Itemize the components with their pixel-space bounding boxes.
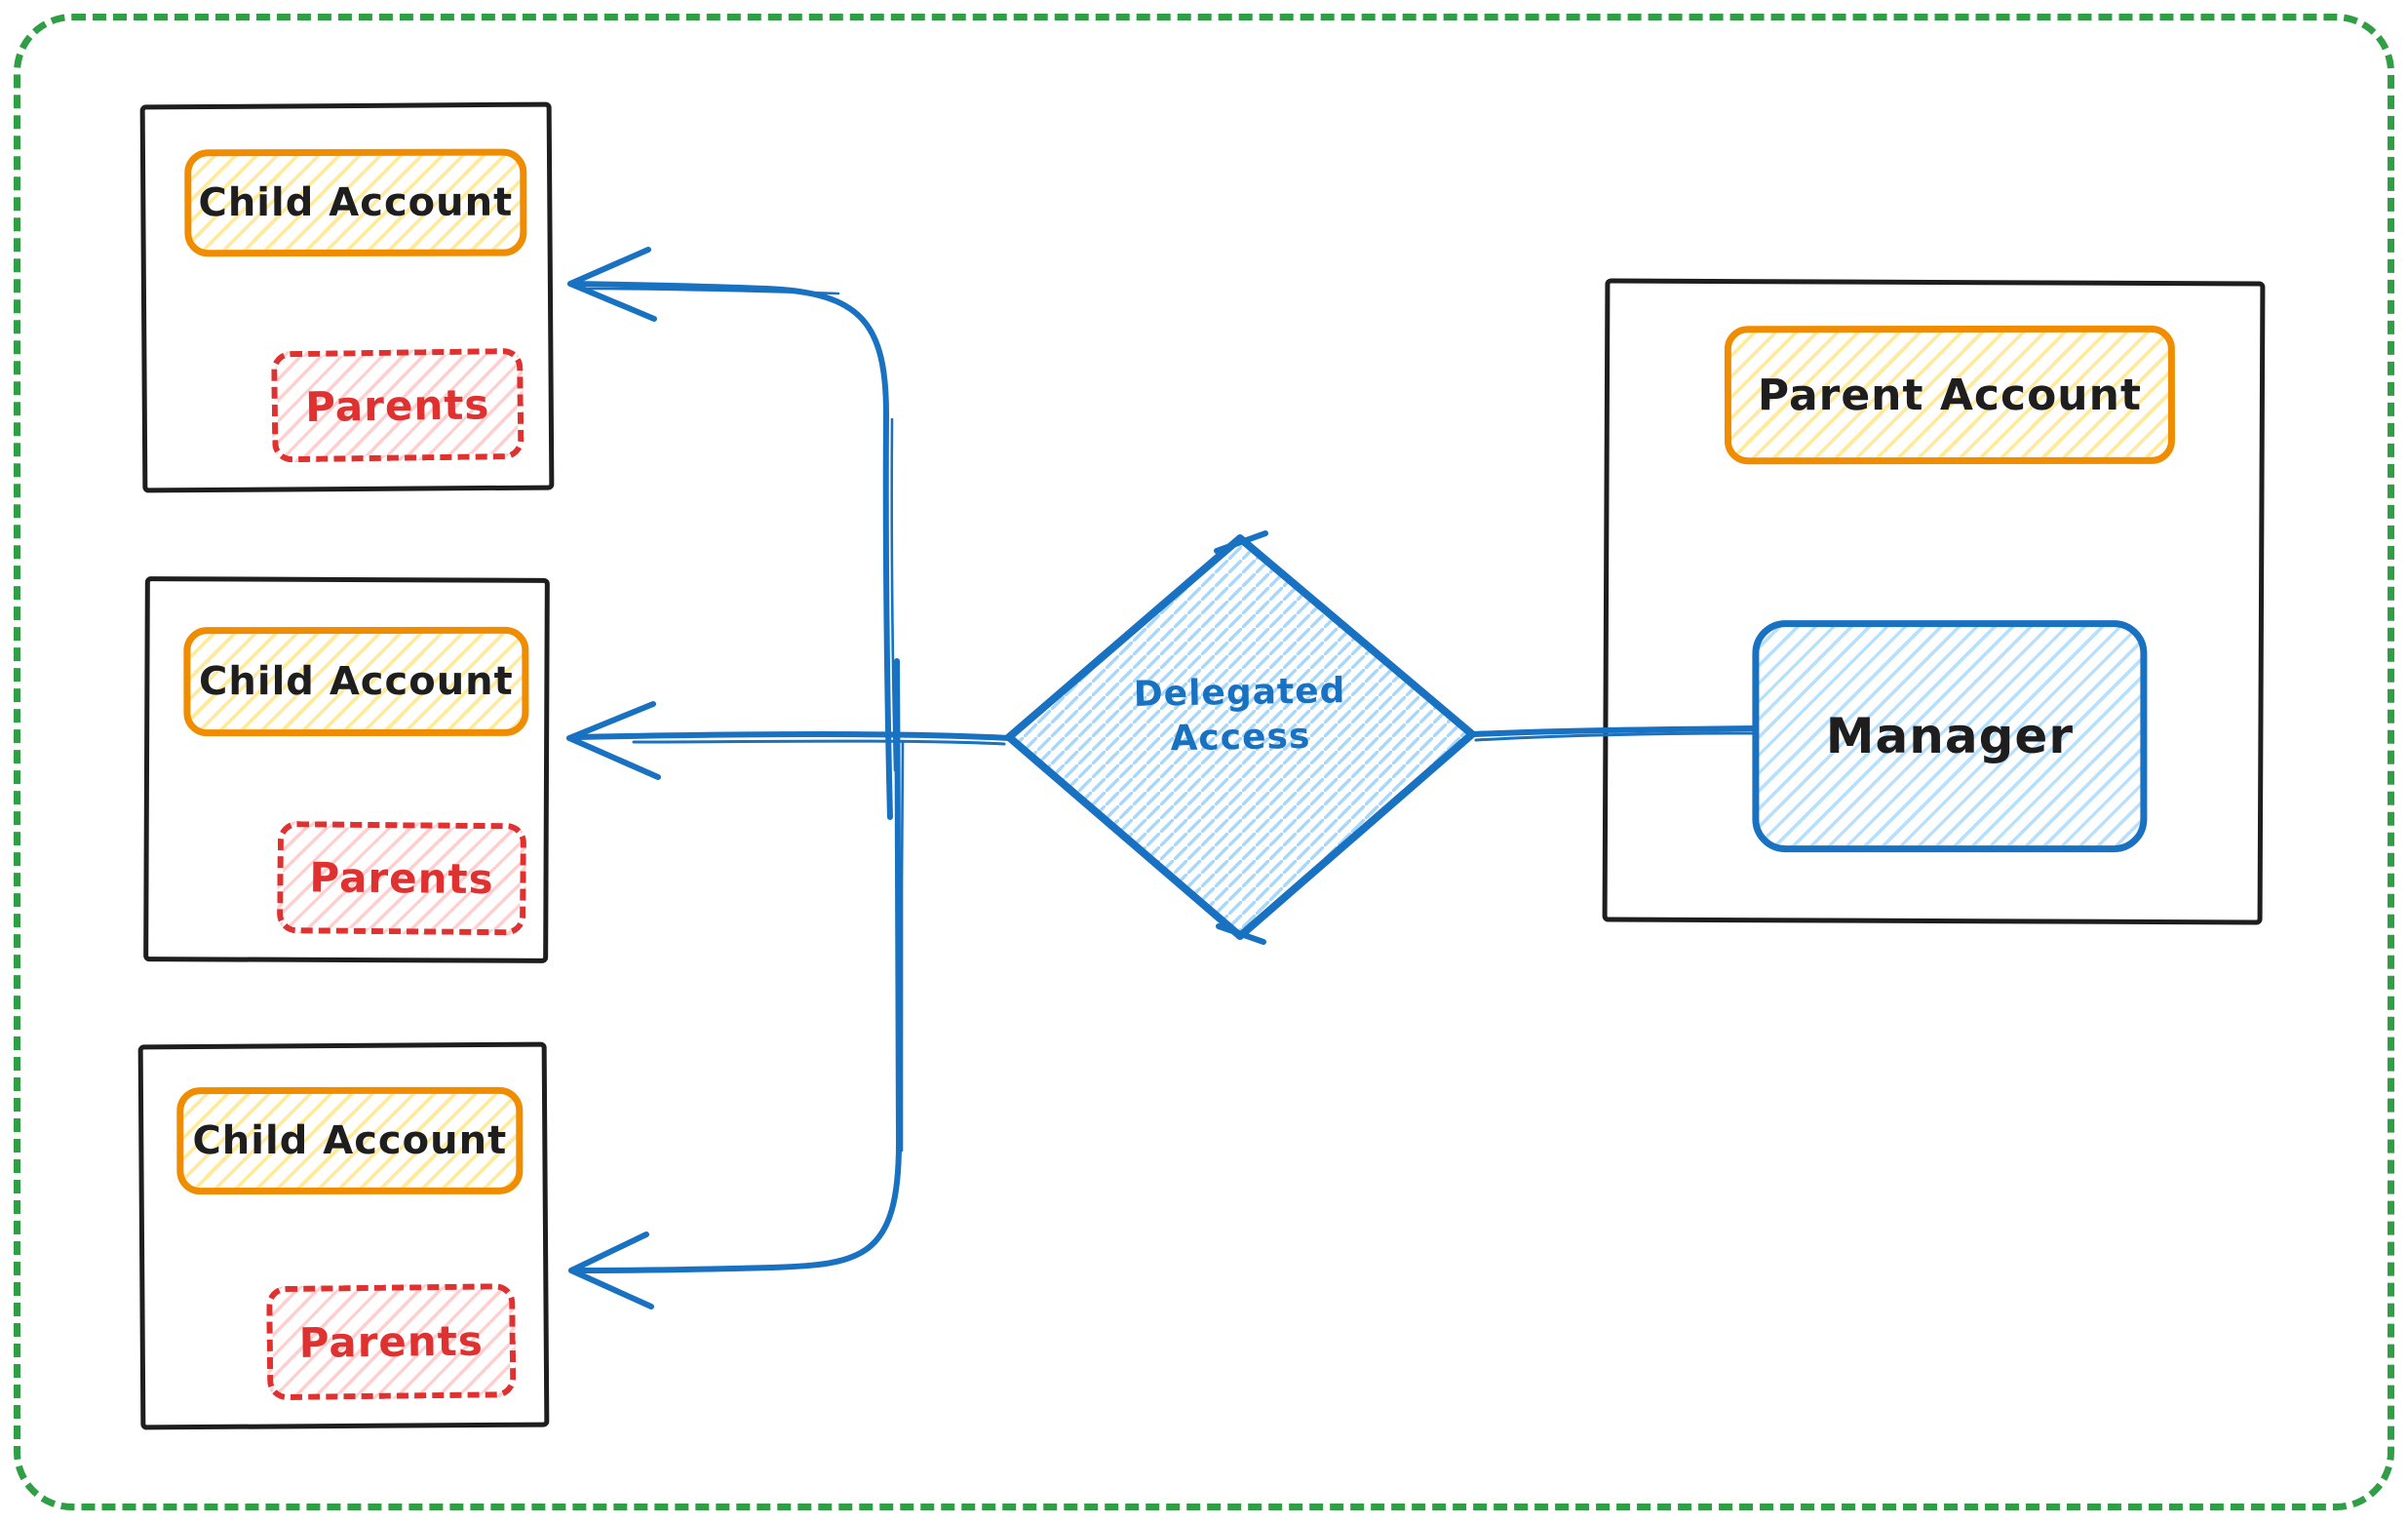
sketch-overshoot-tick <box>1214 530 1268 554</box>
arrowhead-barb <box>567 281 657 322</box>
arrow-to-child-3[interactable] <box>568 658 905 1309</box>
sketch-overshoot-tick <box>1216 923 1266 945</box>
arrowhead-barb <box>566 701 656 741</box>
arrow-to-child-2[interactable] <box>566 701 1012 780</box>
arrowhead-barb <box>568 1231 649 1273</box>
arrowhead-barb <box>566 735 661 780</box>
delegated-access-diamond[interactable] <box>1005 530 1476 945</box>
arrowhead-barb <box>567 247 651 287</box>
manager-to-diamond-connector[interactable] <box>1471 725 1757 742</box>
delegated-access-line2: Access <box>1170 716 1311 760</box>
delegated-access-line1: Delegated <box>1133 671 1346 715</box>
arrowhead-barb <box>568 1268 654 1309</box>
delegated-access-label: Delegated Access <box>1073 668 1407 763</box>
